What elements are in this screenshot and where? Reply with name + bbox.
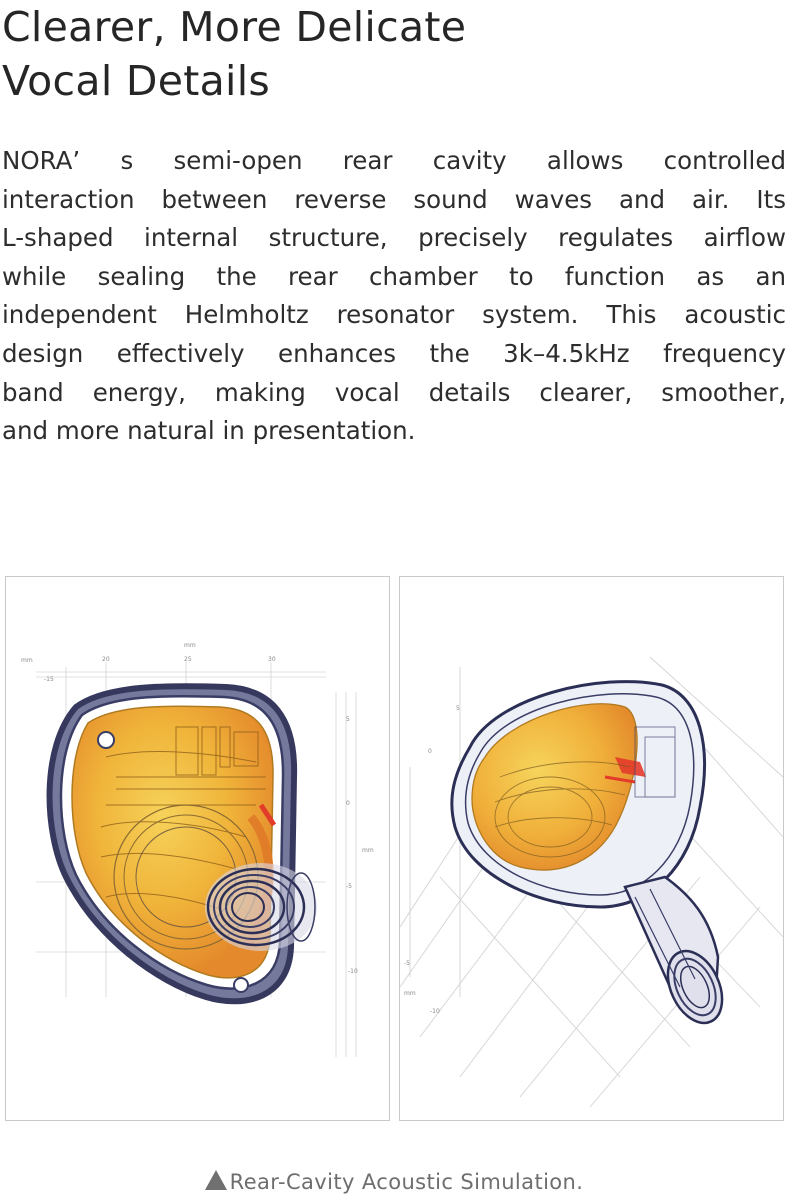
description-line: independent Helmholtz resonator system. … [2, 300, 786, 330]
tick-y: 0 [346, 800, 350, 807]
caption-text: Rear-Cavity Acoustic Simulation. [229, 1170, 584, 1194]
heading-line-2: Vocal Details [2, 57, 271, 105]
description-paragraph: NORA’ s semi-open rear cavity allows con… [2, 142, 786, 451]
screw-holes [97, 731, 249, 993]
tick-y: -5 [404, 960, 410, 967]
axis-tick-labels: mm -15 20 mm 25 30 5 0 mm -5 -10 [21, 642, 374, 975]
heading-line-1: Clearer, More Delicate [2, 3, 467, 51]
tick-unit: mm [404, 990, 416, 997]
earpiece-shell [46, 683, 298, 1005]
tick-unit-top: mm [184, 642, 196, 649]
description-line: band energy, making vocal details cleare… [2, 377, 786, 407]
tick-x: 30 [268, 656, 276, 663]
nozzle-3d [623, 875, 724, 1025]
nozzle [205, 863, 317, 951]
tick-x-minor: -15 [44, 676, 54, 683]
description-line: and more natural in presentation. [2, 416, 416, 446]
figure-caption: Rear-Cavity Acoustic Simulation. [0, 1170, 788, 1194]
tick-y: 0 [428, 748, 432, 755]
tick-unit-right: mm [362, 847, 374, 854]
tick-y: 5 [456, 705, 460, 712]
internal-structure-lines [494, 726, 676, 858]
front-view-simulation-figure: mm -15 20 mm 25 30 5 0 mm -5 -10 [5, 576, 390, 1121]
description-line: NORA’ s semi-open rear cavity allows con… [2, 146, 786, 175]
axis-tick-labels: 5 0 -5 mm -10 [404, 705, 460, 1015]
description-line: L-shaped internal structure, precisely r… [2, 223, 786, 253]
tick-y: 5 [346, 716, 350, 723]
tick-y: -10 [430, 1008, 440, 1015]
front-view-simulation-image: mm -15 20 mm 25 30 5 0 mm -5 -10 [21, 642, 374, 1057]
perspective-view-simulation-figure: 5 0 -5 mm -10 [399, 576, 784, 1121]
perspective-view-simulation-image: 5 0 -5 mm -10 [400, 656, 783, 1108]
tick-y: -5 [346, 883, 352, 890]
page-heading: Clearer, More Delicate Vocal Details [2, 0, 782, 108]
tick-x: 20 [102, 656, 110, 663]
triangle-up-icon [204, 1170, 227, 1190]
tick-y: -10 [348, 968, 358, 975]
description-line: interaction between reverse sound waves … [2, 184, 786, 214]
tick-x: 25 [184, 656, 192, 663]
description-line: design effectively enhances the 3k–4.5kH… [2, 338, 786, 368]
description-line: while sealing the rear chamber to functi… [2, 261, 786, 291]
tick-unit-left: mm [21, 657, 33, 664]
